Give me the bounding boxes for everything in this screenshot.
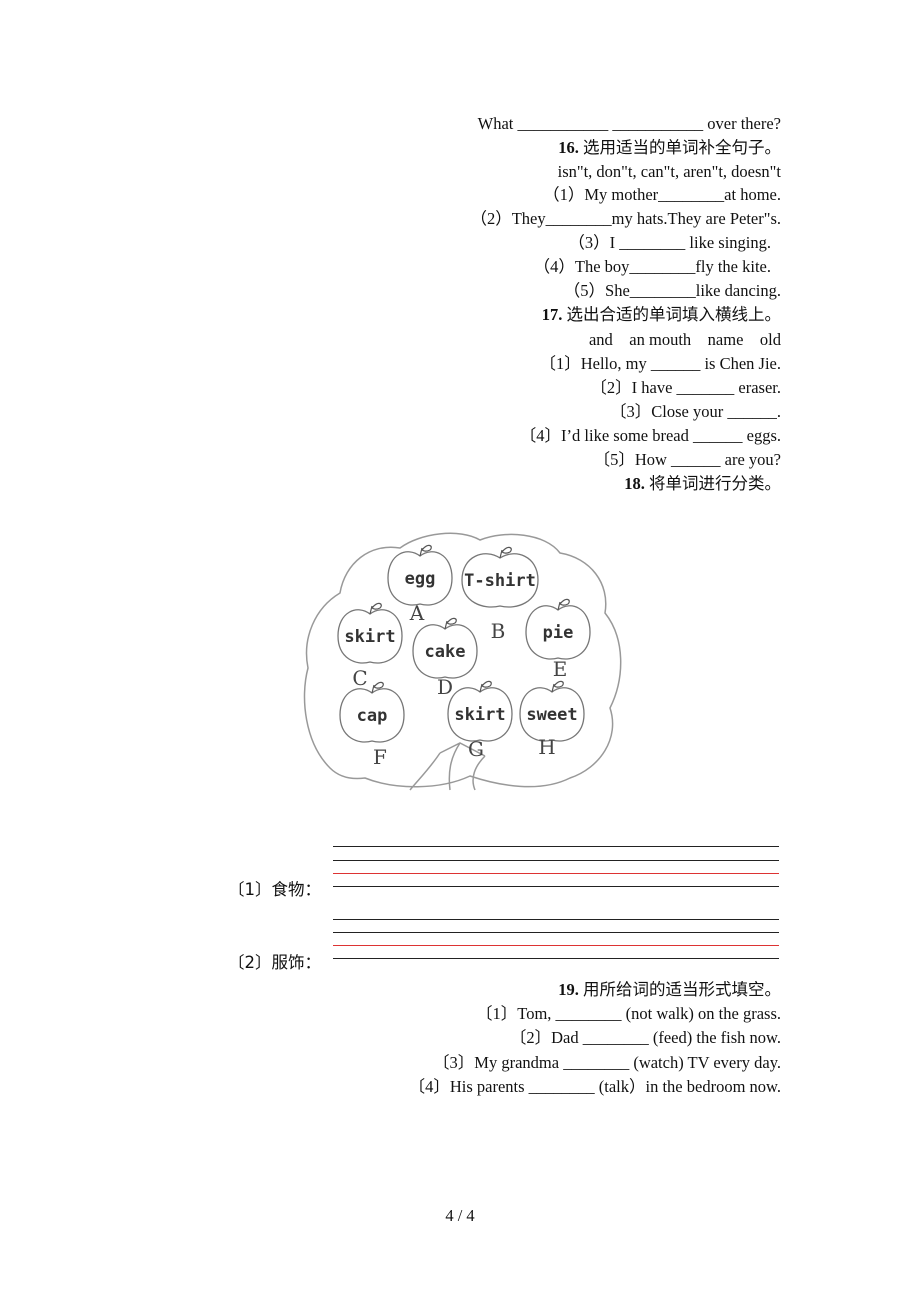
- q19-item-4: 〔4〕His parents ________ (talk）in the bed…: [408, 1077, 781, 1096]
- q17-item-3: 〔3〕Close your ______.: [610, 402, 781, 421]
- q18-title: 将单词进行分类。: [649, 474, 781, 493]
- q16-item-3: （3）I ________ like singing.: [568, 233, 771, 252]
- q16-item-1: （1）My mother________at home.: [543, 185, 781, 204]
- tree-canopy: [303, 532, 622, 788]
- q16-word-bank: isn"t, don"t, can"t, aren"t, doesn"t: [557, 162, 781, 181]
- apple-tree-svg: eggAT-shirtBskirtCcakeDpieEcapFskirtGswe…: [303, 532, 622, 791]
- q17-word-bank: and an mouth name old: [588, 330, 781, 349]
- apple-letter: C: [352, 666, 367, 690]
- apple-stem-icon: [419, 544, 432, 557]
- q19-number: 19.: [558, 980, 579, 999]
- q16-item-2: （2）They________my hats.They are Peter"s.: [470, 209, 781, 228]
- apple-shape: [337, 609, 403, 664]
- apples-group: eggAT-shirtBskirtCcakeDpieEcapFskirtGswe…: [337, 544, 591, 769]
- writing-rule: [333, 958, 779, 959]
- apple-word: cake: [425, 642, 466, 662]
- apple-letter: G: [468, 737, 484, 761]
- apple-letter: B: [491, 619, 506, 643]
- apple-letter: E: [553, 657, 568, 681]
- top-question-line: What ___________ ___________ over there?: [477, 114, 781, 133]
- apple-word: sweet: [526, 705, 577, 725]
- q17-item-1: 〔1〕Hello, my ______ is Chen Jie.: [539, 354, 781, 373]
- tree-trunk: [409, 742, 486, 791]
- apple-word: T-shirt: [464, 571, 536, 591]
- apple-shape: [387, 551, 453, 606]
- q18-heading: 18. 将单词进行分类。: [624, 474, 781, 494]
- apple-letter: D: [437, 675, 453, 699]
- q19-title: 用所给词的适当形式填空。: [583, 980, 781, 999]
- q17-title: 选出合适的单词填入横线上。: [566, 305, 782, 324]
- page-number: 4 / 4: [445, 1206, 475, 1225]
- apple-shape: [412, 624, 478, 679]
- apple-shape: [525, 605, 591, 660]
- apple-stem-icon: [499, 546, 512, 559]
- q16-item-4: （4）The boy________fly the kite.: [533, 257, 771, 276]
- apple-word: skirt: [344, 627, 395, 647]
- apple-letter: H: [538, 735, 555, 759]
- q17-heading: 17. 选出合适的单词填入横线上。: [542, 305, 781, 325]
- writing-rule: [333, 932, 779, 933]
- q19-heading: 19. 用所给词的适当形式填空。: [558, 980, 781, 1000]
- writing-rule: [333, 846, 779, 847]
- category-food-label: 〔1〕食物：: [228, 880, 321, 899]
- q16-heading: 16. 选用适当的单词补全句子。: [558, 138, 781, 158]
- apple-letter: F: [373, 745, 387, 769]
- apple-stem-icon: [479, 680, 492, 693]
- apple-stem-icon: [371, 681, 384, 694]
- writing-rule-red: [333, 945, 779, 946]
- apple-stem-icon: [551, 680, 564, 693]
- q19-item-1: 〔1〕Tom, ________ (not walk) on the grass…: [476, 1004, 781, 1023]
- apple-stem-icon: [369, 602, 382, 615]
- q16-item-5: （5）She________like dancing.: [563, 281, 781, 300]
- q19-item-2: 〔2〕Dad ________ (feed) the fish now.: [509, 1028, 781, 1047]
- q17-item-5: 〔5〕How ______ are you?: [593, 450, 781, 469]
- apple-word: egg: [405, 569, 436, 589]
- category-clothes-label: 〔2〕服饰：: [228, 953, 321, 972]
- apple-letter: A: [409, 601, 425, 625]
- apple-shape: [339, 688, 405, 743]
- q16-title: 选用适当的单词补全句子。: [583, 138, 781, 157]
- apple-shape: [519, 687, 585, 742]
- writing-rule: [333, 860, 779, 861]
- q17-number: 17.: [541, 305, 563, 324]
- apple-stem-icon: [444, 617, 457, 630]
- q16-number: 16.: [558, 138, 579, 157]
- writing-rule: [333, 886, 779, 887]
- apple-shape: [461, 553, 539, 608]
- apple-shape: [447, 687, 513, 742]
- q19-item-3: 〔3〕My grandma ________ (watch) TV every …: [433, 1053, 781, 1072]
- apple-stem-icon: [557, 598, 570, 611]
- writing-rule-red: [333, 873, 779, 874]
- writing-rule: [333, 919, 779, 920]
- apple-word: cap: [357, 706, 388, 726]
- q18-number: 18.: [624, 474, 645, 493]
- apple-word: skirt: [454, 705, 505, 725]
- q17-item-4: 〔4〕I’d like some bread ______ eggs.: [519, 426, 781, 445]
- q17-item-2: 〔2〕I have _______ eraser.: [590, 378, 781, 397]
- apple-word: pie: [543, 623, 574, 643]
